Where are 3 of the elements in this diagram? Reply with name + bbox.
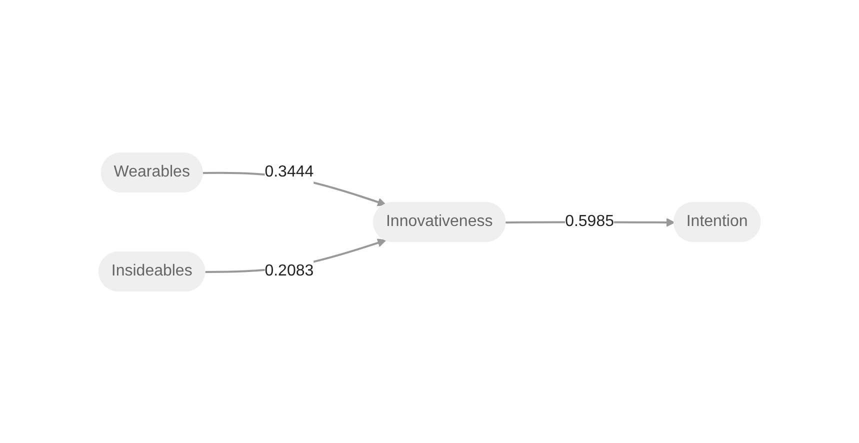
edge-label: 0.5985 (564, 212, 614, 230)
edge-label: 0.2083 (264, 262, 314, 279)
edge-label: 0.3444 (264, 163, 314, 180)
